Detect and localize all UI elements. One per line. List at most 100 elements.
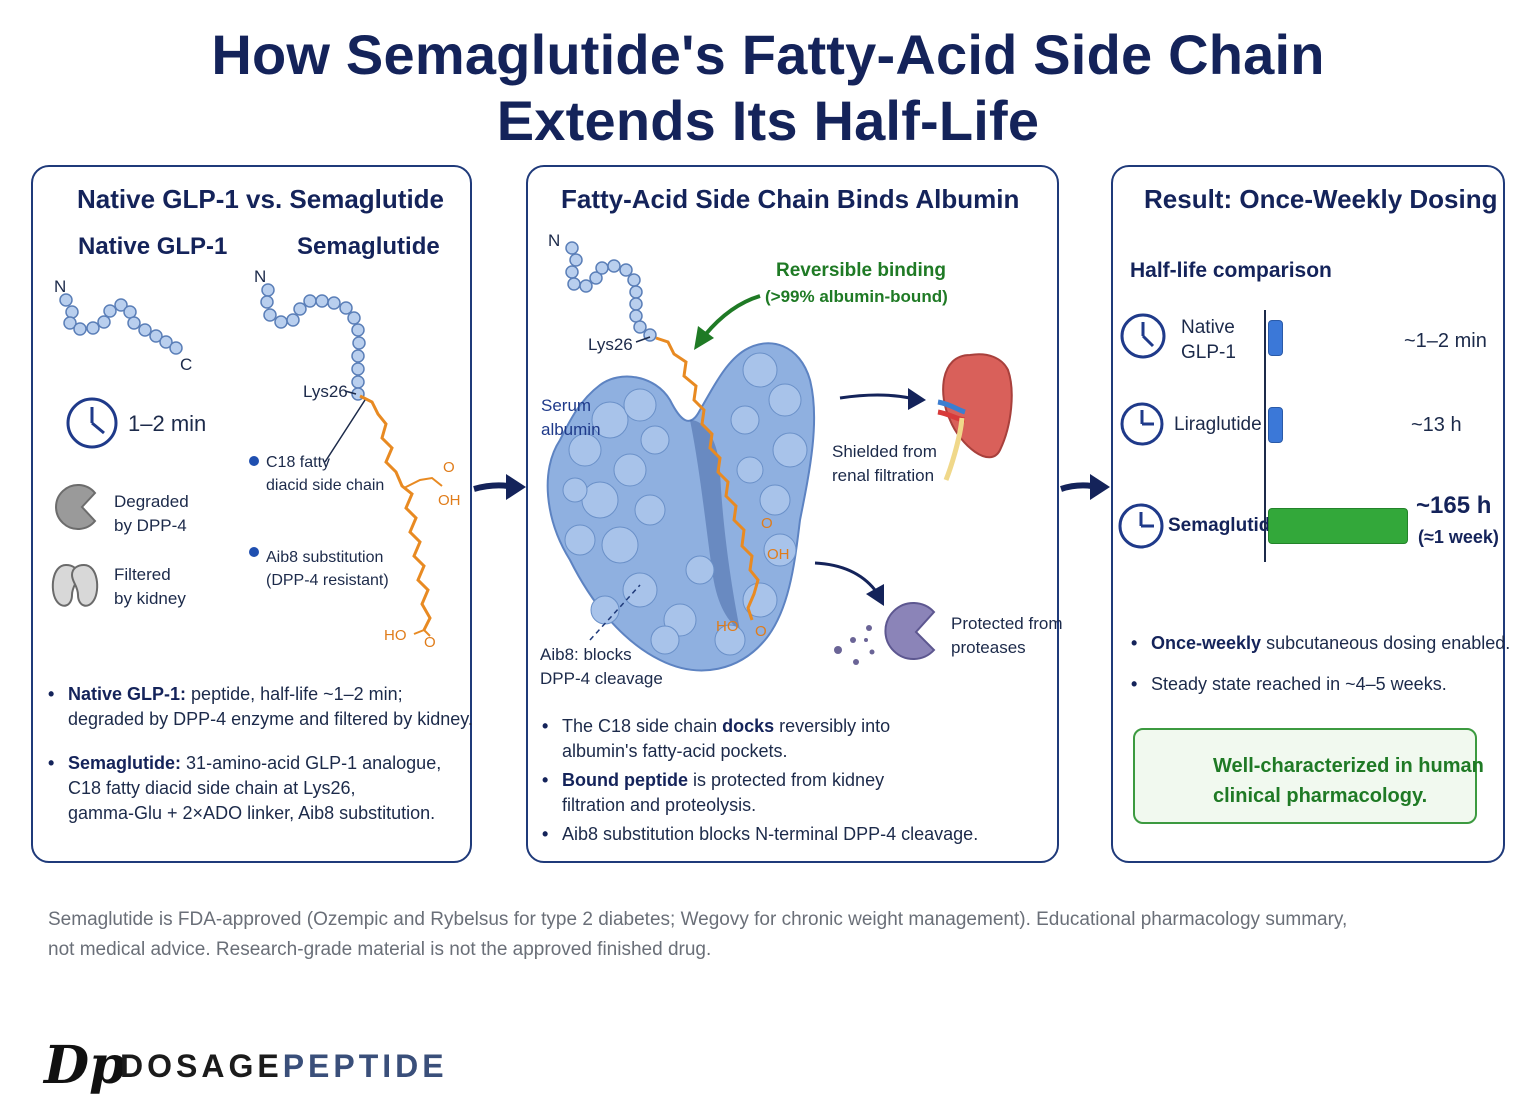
- row-native-name: Native GLP-1: [1181, 315, 1236, 365]
- c18-line-2: diacid side chain: [266, 477, 385, 494]
- half-life-comparison-heading: Half-life comparison: [1130, 259, 1332, 282]
- serum-line-2: albumin: [541, 420, 601, 439]
- value-liraglutide: ~13 h: [1411, 414, 1462, 436]
- callout-line-2: clinical pharmacology.: [1213, 785, 1428, 807]
- native-glp1-heading: Native GLP-1: [78, 233, 228, 260]
- arrow-to-panel3: [1060, 482, 1093, 492]
- native-c-terminus-label: C: [180, 355, 193, 374]
- panel3-title: Result: Once-Weekly Dosing: [1144, 184, 1498, 214]
- row-liraglutide-name: Liraglutide: [1174, 414, 1262, 435]
- clock-icon-semaglutide: [1118, 503, 1164, 549]
- row-native-name-2: GLP-1: [1181, 342, 1236, 363]
- p2b1-bold: docks: [722, 716, 775, 736]
- bullet2-rest: 31-amino-acid GLP-1 analogue,: [186, 753, 442, 773]
- c18-marker-dot: [249, 456, 259, 466]
- serum-line-1: Serum: [541, 396, 592, 415]
- clinical-pharmacology-callout: [1133, 728, 1477, 824]
- bullet2-line-3: gamma-Glu + 2×ADO linker, Aib8 substitut…: [68, 803, 436, 823]
- bar-semaglutide: [1268, 508, 1408, 544]
- carbonyl-o-bottom: O: [424, 634, 436, 651]
- protected-line-1: Protected from: [951, 614, 1063, 633]
- p3b1-bold: Once-weekly: [1151, 633, 1262, 653]
- protease-enzyme-icon: [884, 602, 936, 660]
- degraded-label: Degraded by DPP-4: [114, 490, 189, 538]
- aib8-blocks-line-1: Aib8: blocks: [540, 645, 632, 664]
- panel2-hydroxyl-oh: OH: [767, 546, 790, 563]
- bar-native-glp1: [1268, 320, 1283, 356]
- protected-line-2: proteases: [951, 638, 1026, 657]
- value-semaglutide: ~165 h: [1416, 492, 1492, 519]
- page-title: How Semaglutide's Fatty-Acid Side Chain …: [0, 22, 1536, 154]
- c18-side-chain-label: C18 fatty diacid side chain: [266, 451, 384, 497]
- filtered-label: Filtered by kidney: [114, 563, 186, 611]
- semaglutide-heading: Semaglutide: [297, 233, 440, 260]
- bullet1-line-2: degraded by DPP-4 enzyme and filtered by…: [68, 709, 473, 729]
- native-n-terminus-label: N: [54, 277, 67, 296]
- title-line-2: Extends Its Half-Life: [496, 89, 1040, 152]
- panel-native-vs-semaglutide: [31, 165, 472, 863]
- shielded-line-2: renal filtration: [832, 466, 935, 485]
- degraded-line-2: by DPP-4: [114, 516, 187, 535]
- aib8-substitution-label: Aib8 substitution (DPP-4 resistant): [266, 546, 389, 592]
- c18-fatty-diacid-chain: [359, 394, 432, 631]
- p3b1-rest: subcutaneous dosing enabled.: [1266, 633, 1511, 653]
- callout-line-1: Well-characterized in human: [1213, 755, 1484, 777]
- title-line-1: How Semaglutide's Fatty-Acid Side Chain: [211, 23, 1325, 86]
- panel3-bullet-once-weekly: • Once-weekly subcutaneous dosing enable…: [1131, 633, 1511, 653]
- sema-n-terminus-label: N: [254, 267, 267, 286]
- panel2-carbonyl-o-bottom: O: [755, 623, 767, 640]
- bullet2-bold: Semaglutide:: [68, 753, 182, 773]
- aib8-marker-dot: [249, 547, 259, 557]
- row-native-name-1: Native: [1181, 317, 1235, 338]
- p2b2-bold: Bound peptide: [562, 770, 688, 790]
- protease-fragments: [834, 625, 875, 665]
- arrow-to-panel2: [473, 482, 509, 492]
- panel2-carbonyl-o-top: O: [761, 515, 773, 532]
- bullet1-bold: Native GLP-1:: [68, 684, 187, 704]
- semaglutide-peptide-chain: [260, 283, 366, 401]
- callout-text: Well-characterized in human clinical pha…: [1213, 751, 1484, 811]
- native-half-life-time: 1–2 min: [128, 411, 207, 436]
- semaglutide-peptide-chain-bound: [565, 241, 657, 342]
- clock-icon-native: [1120, 313, 1166, 359]
- reversible-binding-arrow: [703, 294, 761, 337]
- clock-icon-liraglutide: [1120, 402, 1164, 446]
- value-semaglutide-week: (≈1 week): [1418, 527, 1499, 547]
- aib8-line-1: Aib8 substitution: [266, 549, 384, 566]
- dosagepeptide-logo-mark: Dp: [44, 1035, 126, 1096]
- reversible-binding-label: Reversible binding: [776, 260, 946, 281]
- hydroxyl-oh-top: OH: [438, 492, 461, 509]
- bullet1-rest: peptide, half-life ~1–2 min;: [191, 684, 403, 704]
- clock-icon: [66, 397, 118, 449]
- value-native: ~1–2 min: [1404, 330, 1487, 352]
- p2b2-post: is protected from kidney: [693, 770, 885, 790]
- filtered-line-2: by kidney: [114, 589, 186, 608]
- filtered-line-1: Filtered: [114, 565, 171, 584]
- panel2-hydroxyl-ho: HO: [716, 618, 739, 635]
- p3b2-text: Steady state reached in ~4–5 weeks.: [1151, 674, 1447, 694]
- bullet-semaglutide: • Semaglutide: 31-amino-acid GLP-1 analo…: [48, 753, 442, 823]
- shielded-label: Shielded from renal filtration: [832, 440, 937, 488]
- panel2-title: Fatty-Acid Side Chain Binds Albumin: [561, 184, 1020, 214]
- disclaimer-footnote: Semaglutide is FDA-approved (Ozempic and…: [48, 905, 1347, 965]
- dpp4-enzyme-icon: [55, 484, 97, 530]
- dosagepeptide-wordmark: DOSAGEPEPTIDE: [120, 1048, 448, 1085]
- aib8-blocks-line-2: DPP-4 cleavage: [540, 669, 663, 688]
- panel3-bullet-steady-state: • Steady state reached in ~4–5 weeks.: [1131, 674, 1447, 694]
- bullet-native-glp1: • Native GLP-1: peptide, half-life ~1–2 …: [48, 684, 473, 729]
- kidney-organ-icon: [937, 353, 1013, 481]
- aib8-blocks-label: Aib8: blocks DPP-4 cleavage: [540, 643, 663, 691]
- panel1-title: Native GLP-1 vs. Semaglutide: [77, 184, 445, 214]
- lys26-label: Lys26: [303, 382, 348, 401]
- kidney-icon: [51, 563, 99, 607]
- footnote-line-2: not medical advice. Research-grade mater…: [48, 939, 712, 960]
- native-glp1-peptide-chain: [59, 293, 183, 355]
- panel2-bullet-aib8: • Aib8 substitution blocks N-terminal DP…: [542, 824, 979, 844]
- albumin-bound-percent: (>99% albumin-bound): [765, 287, 948, 306]
- serum-albumin-protein: [546, 342, 816, 672]
- row-semaglutide-name: Semaglutide: [1168, 515, 1281, 536]
- hydroxyl-ho-bottom: HO: [384, 627, 407, 644]
- bullet2-line-2: C18 fatty diacid side chain at Lys26,: [68, 778, 356, 798]
